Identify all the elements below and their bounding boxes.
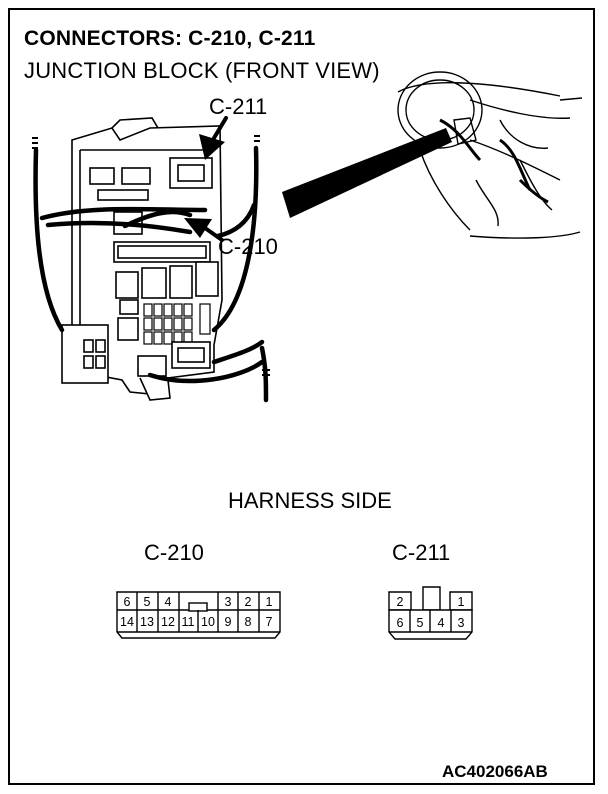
c210-pin: 8 <box>245 615 252 629</box>
callout-c211-label: C-211 <box>209 94 267 119</box>
c211-pins: 2 1 6 5 4 3 <box>397 595 465 630</box>
document-number: AC402066AB <box>442 762 548 781</box>
c210-pin: 14 <box>120 615 134 629</box>
c210-pin: 3 <box>225 595 232 609</box>
location-pointer <box>282 128 452 218</box>
c210-pin: 5 <box>144 595 151 609</box>
c210-pin: 13 <box>140 615 154 629</box>
c210-pin: 10 <box>201 615 215 629</box>
c211-label: C-211 <box>392 540 451 565</box>
c211-pin: 4 <box>438 616 445 630</box>
c211-pin: 5 <box>417 616 424 630</box>
c211-pin: 2 <box>397 595 404 609</box>
callout-c210-label: C-210 <box>218 234 278 259</box>
c210-pins: 6 5 4 3 2 1 14 13 12 11 10 9 8 7 <box>120 595 272 629</box>
c210-label: C-210 <box>144 540 204 565</box>
c211-pin: 3 <box>458 616 465 630</box>
page-subtitle: JUNCTION BLOCK (FRONT VIEW) <box>24 58 380 83</box>
c210-pin: 11 <box>182 615 195 629</box>
c210-pin: 12 <box>161 615 175 629</box>
page-title: CONNECTORS: C-210, C-211 <box>24 27 316 50</box>
wire-harnesses <box>33 145 269 403</box>
c210-pin: 2 <box>245 595 252 609</box>
c210-pin: 4 <box>165 595 172 609</box>
c210-pin: 1 <box>266 595 273 609</box>
harness-side-label: HARNESS SIDE <box>228 488 392 513</box>
c210-pin: 9 <box>225 615 232 629</box>
c210-connector-face <box>116 591 281 639</box>
c211-pin: 6 <box>397 616 404 630</box>
c211-pin: 1 <box>458 595 465 609</box>
c210-pin: 7 <box>266 615 273 629</box>
c211-connector-face <box>388 586 473 640</box>
callout-arrows <box>184 116 228 242</box>
junction-block <box>61 117 223 401</box>
c210-pin: 6 <box>124 595 131 609</box>
